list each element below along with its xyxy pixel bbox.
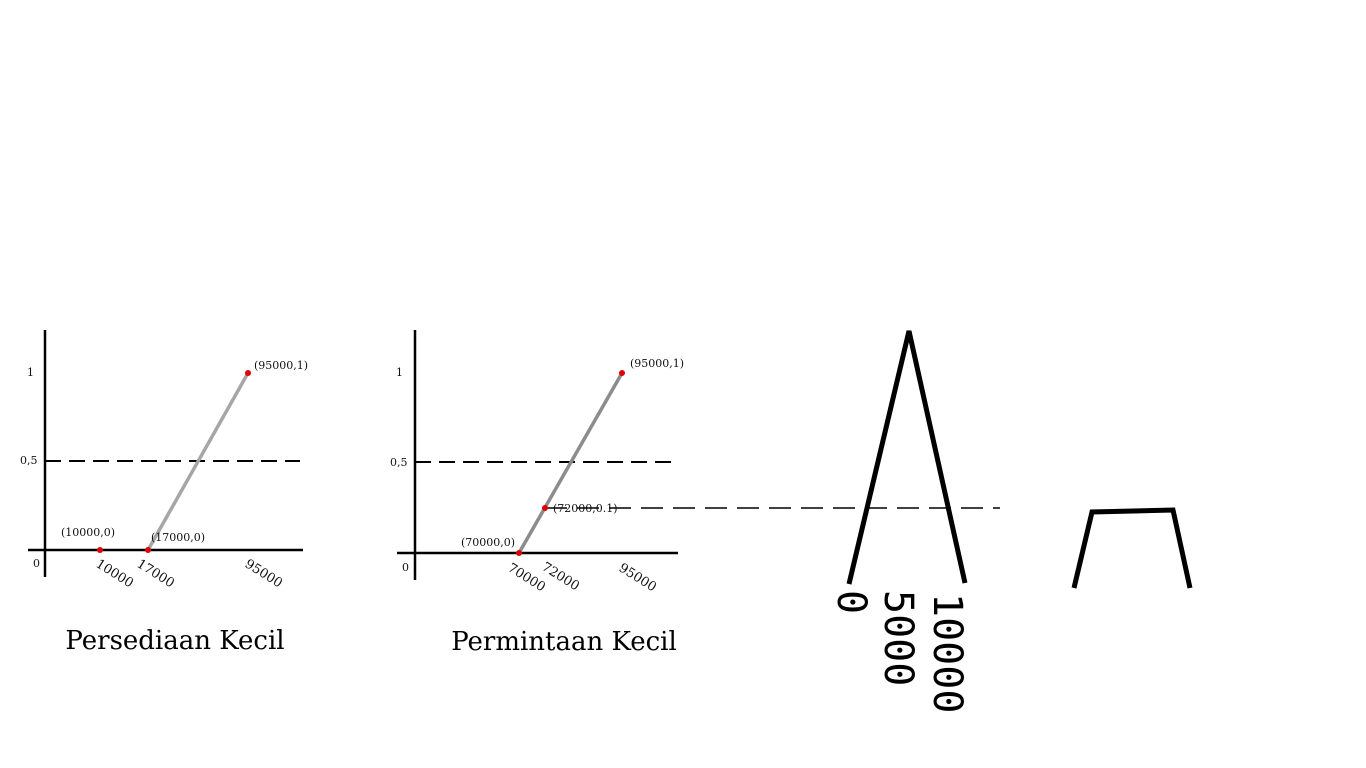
triangle-membership-shape — [846, 330, 968, 585]
triangle-x-tick-5000: 5000 — [875, 590, 921, 686]
middle-point-label-72000: (72000,0.1) — [553, 502, 618, 515]
middle-point-72000 — [542, 505, 548, 511]
triangle-chart: 0 5000 10000 — [828, 330, 970, 713]
left-y-tick-0: 0 — [33, 557, 40, 570]
middle-point-95000 — [619, 370, 625, 376]
clipped-membership-shape — [1071, 507, 1193, 589]
left-point-95000 — [245, 370, 251, 376]
left-point-label-17000: (17000,0) — [151, 531, 205, 544]
left-chart: 1 0,5 0 (10000,0) (17000,0) (95000,1) 10… — [20, 330, 308, 656]
middle-point-70000 — [516, 550, 522, 556]
truncated-shape — [1071, 507, 1193, 589]
middle-y-tick-half: 0,5 — [390, 456, 408, 469]
left-x-tick-10000: 10000 — [93, 557, 136, 592]
middle-point-label-70000: (70000,0) — [461, 536, 515, 549]
left-membership-line — [146, 372, 250, 551]
middle-chart-caption: Permintaan Kecil — [451, 627, 677, 657]
left-point-17000 — [145, 547, 151, 553]
middle-y-tick-0: 0 — [402, 561, 409, 574]
left-chart-caption: Persediaan Kecil — [65, 626, 284, 656]
middle-point-label-95000: (95000,1) — [630, 357, 684, 370]
middle-x-tick-95000: 95000 — [616, 561, 659, 596]
middle-membership-line — [517, 372, 624, 554]
left-point-label-10000: (10000,0) — [61, 526, 115, 539]
left-y-tick-1: 1 — [27, 366, 34, 379]
left-point-label-95000: (95000,1) — [254, 359, 308, 372]
middle-x-tick-72000: 72000 — [539, 560, 582, 595]
triangle-x-tick-10000: 10000 — [924, 593, 970, 713]
triangle-x-tick-0: 0 — [828, 590, 874, 614]
left-x-tick-17000: 17000 — [134, 557, 177, 592]
left-y-tick-half: 0,5 — [20, 454, 38, 467]
left-point-10000 — [97, 547, 103, 553]
middle-x-tick-70000: 70000 — [505, 561, 548, 596]
left-x-tick-95000: 95000 — [242, 557, 285, 592]
middle-y-tick-1: 1 — [396, 366, 403, 379]
